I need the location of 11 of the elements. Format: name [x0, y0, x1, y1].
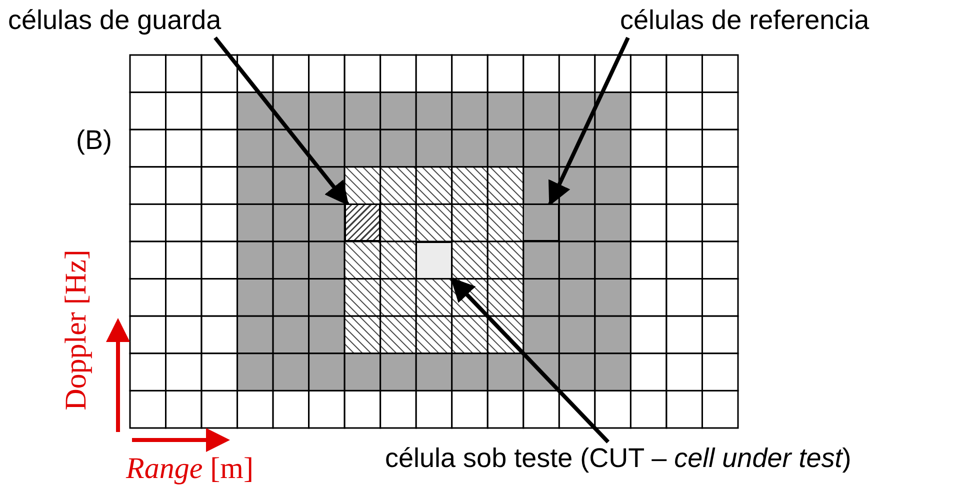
guard-cell	[344, 204, 380, 242]
axis-title: Range [m]	[126, 452, 254, 485]
leader-line	[548, 36, 630, 206]
callout-text: células de guarda	[8, 6, 222, 36]
panel-label: (B)	[76, 126, 112, 156]
callout-text: célula sob teste (CUT – cell under test)	[385, 444, 852, 474]
callout-text: células de referencia	[620, 6, 870, 36]
reference-cell	[523, 204, 560, 242]
axis-title: Doppler [Hz]	[60, 250, 92, 410]
leader-line	[214, 36, 350, 206]
test-cell	[416, 242, 452, 279]
